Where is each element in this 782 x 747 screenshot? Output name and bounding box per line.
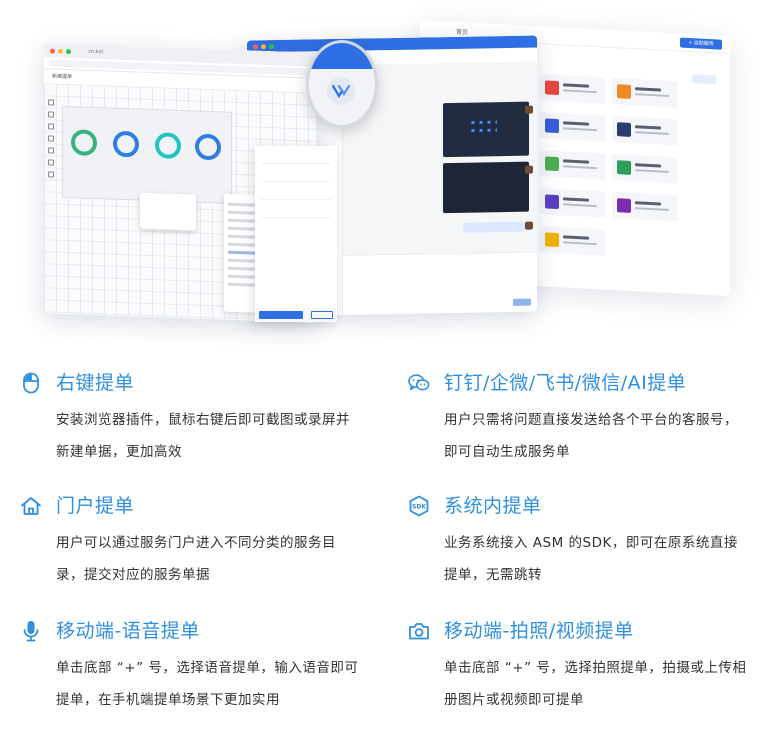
mouse-icon [20,372,42,394]
sdk-icon: SDK [408,495,430,517]
capture-popup [140,192,196,231]
feature-title: 右键提单 [56,372,135,394]
feature-description: 用户只需将问题直接发送给各个平台的客服号， 即可自动生成服务单 [444,412,738,460]
avatar [525,165,533,174]
self-service-button[interactable]: + 自助服务 [680,37,722,50]
portal-title: 首页 [456,28,469,37]
screenshot-thumbnail[interactable] [443,161,529,214]
avatar [525,221,533,230]
browser-tab[interactable]: vtcket [88,48,104,56]
tool-icon[interactable] [48,111,54,118]
service-card[interactable] [540,226,606,256]
feature-title: 移动端-语音提单 [56,620,200,642]
chat-icon [408,372,430,394]
hero-illustration: 首页 + 自助服务 [0,0,782,345]
manage-button[interactable] [692,74,716,85]
tool-icon[interactable] [48,135,54,142]
form-row[interactable] [261,210,331,218]
cancel-button[interactable] [311,311,333,319]
tool-icon[interactable] [48,159,54,166]
service-card[interactable] [540,112,606,142]
submit-button[interactable] [259,311,303,319]
feature-title: 移动端-拍照/视频提单 [444,620,634,642]
feature-description: 用户可以通过服务门户进入不同分类的服务目 录，提交对应的服务单据 [56,535,336,583]
microphone-icon [20,620,42,642]
feature-title: 钉钉/企微/飞书/微信/AI提单 [444,372,687,394]
service-card[interactable] [612,191,678,222]
feature-title: 系统内提单 [444,495,542,517]
form-actions [255,308,337,322]
toolbar [48,99,56,178]
form-row[interactable] [261,174,331,182]
service-card[interactable] [612,153,678,184]
avatar [525,105,533,114]
tool-icon[interactable] [48,171,54,178]
service-card[interactable] [612,77,678,108]
magnifier-lens [306,40,378,128]
screenshot-thumbnail[interactable] [443,101,529,158]
service-card[interactable] [540,74,606,104]
tool-icon[interactable] [48,147,54,154]
feature-description: 单击底部 “+” 号，选择拍照提单，拍摄或上传相 册图片或视频即可提单 [444,660,747,708]
svg-text:SDK: SDK [412,504,426,511]
message-bubble [463,221,525,233]
form-row[interactable] [261,156,331,164]
tool-icon[interactable] [48,123,54,130]
feature-description: 安装浏览器插件，鼠标右键后即可截图或录屏并 新建单据，更加高效 [56,412,350,460]
camera-icon [408,620,430,642]
ticket-form [255,146,337,322]
service-card[interactable] [540,188,606,218]
send-button[interactable] [513,298,531,306]
chat-titlebar [247,35,537,53]
chat-input[interactable] [343,251,537,315]
tool-icon[interactable] [48,99,54,106]
dashboard-capture [62,105,232,204]
form-row[interactable] [261,192,331,200]
home-icon [20,495,42,517]
logo-icon [327,77,355,105]
feature-description: 业务系统接入 ASM 的SDK，即可在原系统直接 提单，无需跳转 [444,535,738,583]
service-card[interactable] [540,150,606,180]
feature-title: 门户提单 [56,495,135,517]
feature-description: 单击底部 “+” 号，选择语音提单，输入语音即可 提单，在手机端提单场景下更加实… [56,660,359,708]
service-card[interactable] [612,115,678,146]
